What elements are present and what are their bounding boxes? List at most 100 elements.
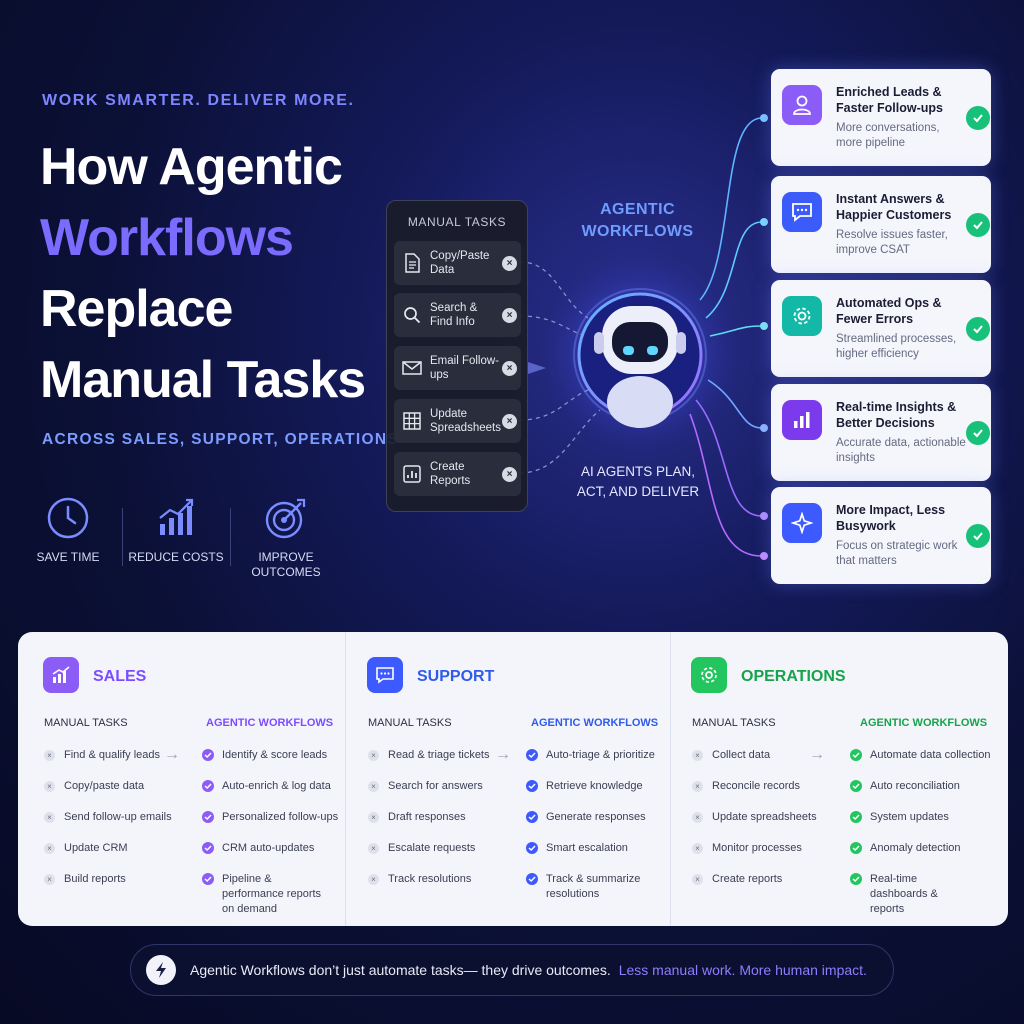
outcome-card: Enriched Leads & Faster Follow-ups More …	[771, 69, 991, 166]
list-item: Auto reconciliation	[850, 779, 960, 794]
check-icon	[850, 842, 862, 854]
manual-item-label: Send follow-up emails	[64, 811, 172, 823]
headline-line-1: How Agentic	[40, 138, 343, 196]
x-icon: ×	[44, 874, 55, 885]
report-icon	[394, 465, 430, 483]
outcome-desc: Accurate data, actionable insights	[836, 437, 966, 464]
list-item: ×Search for answers	[368, 779, 483, 794]
check-icon	[202, 749, 214, 761]
close-icon[interactable]: ×	[502, 413, 517, 429]
check-icon	[202, 811, 214, 823]
agentic-item-label: Auto reconciliation	[870, 780, 960, 792]
footer-banner: Agentic Workflows don’t just automate ta…	[130, 944, 894, 996]
check-icon	[526, 811, 538, 823]
agentic-item-label: Pipeline & performance reports on demand	[222, 873, 322, 915]
manual-links	[519, 261, 601, 474]
x-icon: ×	[692, 781, 703, 792]
x-icon: ×	[368, 750, 379, 761]
agentic-item-label: Real-time dashboards & reports	[870, 873, 938, 915]
department-sales: SALES MANUAL TASKS AGENTIC WORKFLOWS → ×…	[18, 632, 344, 926]
list-item: Track & summarize resolutions	[526, 872, 646, 902]
check-icon	[202, 780, 214, 792]
outcome-card: More Impact, Less Busywork Focus on stra…	[771, 487, 991, 584]
page-title: How Agentic Workflows Replace Manual Tas…	[40, 132, 366, 416]
x-icon: ×	[368, 874, 379, 885]
close-icon[interactable]: ×	[502, 307, 517, 323]
close-icon[interactable]: ×	[502, 466, 517, 482]
outcome-title: Automated Ops & Fewer Errors	[836, 296, 942, 326]
manual-item-label: Update CRM	[64, 842, 128, 854]
department-support: SUPPORT MANUAL TASKS AGENTIC WORKFLOWS →…	[342, 632, 668, 926]
user-icon	[782, 85, 822, 125]
arrow-right-icon: →	[164, 746, 180, 763]
outcome-desc: Streamlined processes, higher efficiency	[836, 333, 957, 360]
list-item: ×Create reports	[692, 872, 782, 887]
benefit-save-time: SAVE TIME	[18, 494, 118, 565]
mail-icon	[394, 360, 430, 376]
check-icon	[526, 842, 538, 854]
list-item: × Track resolutions	[368, 872, 471, 887]
outcome-card: Automated Ops & Fewer Errors Streamlined…	[771, 280, 991, 377]
list-item: Generate responses	[526, 810, 646, 825]
sparkle-icon	[782, 503, 822, 543]
benefit-label: REDUCE COSTS	[128, 550, 224, 564]
outcome-desc: Focus on strategic work that matters	[836, 540, 958, 567]
check-icon	[526, 749, 538, 761]
agentic-item-label: Anomaly detection	[870, 842, 961, 854]
list-item: Auto-triage & prioritize	[526, 748, 655, 763]
check-icon	[966, 106, 990, 130]
arrow-right-icon: →	[495, 746, 511, 763]
manual-tasks-title: MANUAL TASKS	[407, 215, 507, 229]
manual-item-label: Build reports	[64, 873, 126, 885]
list-item: Pipeline & performance reports on demand	[202, 872, 332, 917]
manual-task-item: Email Follow-ups ×	[394, 346, 521, 390]
close-icon[interactable]: ×	[502, 360, 517, 376]
x-icon: ×	[368, 843, 379, 854]
close-icon[interactable]: ×	[502, 255, 517, 271]
agentic-header: AGENTIC WORKFLOWS	[531, 717, 659, 729]
x-icon: ×	[44, 750, 55, 761]
list-item: ×Update spreadsheets	[692, 810, 817, 825]
gear-icon	[782, 296, 822, 336]
outcome-card: Instant Answers & Happier Customers Reso…	[771, 176, 991, 273]
check-icon	[202, 842, 214, 854]
x-icon: ×	[692, 750, 703, 761]
chat-icon	[367, 657, 403, 693]
check-icon	[966, 524, 990, 548]
list-item: Personalized follow-ups	[202, 810, 338, 825]
manual-item-label: Find & qualify leads	[64, 749, 160, 761]
subhead-text: ACROSS SALES, SUPPORT, OPERATIONS	[42, 431, 399, 448]
bar-chart-icon	[782, 400, 822, 440]
agentic-header: AGENTIC WORKFLOWS	[860, 717, 988, 729]
manual-header: MANUAL TASKS	[44, 717, 128, 729]
manual-item-label: Copy/paste data	[64, 780, 145, 792]
arrow-icon	[528, 362, 546, 374]
list-item: ×Escalate requests	[368, 841, 475, 856]
target-icon	[236, 494, 336, 542]
manual-item-label: Draft responses	[388, 811, 466, 823]
agentic-item-label: Retrieve knowledge	[546, 780, 643, 792]
list-item: ×Reconcile records	[692, 779, 800, 794]
link-nodes	[760, 114, 768, 560]
manual-item-label: Track resolutions	[388, 873, 472, 885]
lightning-icon	[146, 955, 176, 985]
agentic-item-label: CRM auto-updates	[222, 842, 315, 854]
document-icon	[394, 253, 430, 273]
manual-task-label: Create Reports	[430, 461, 471, 487]
check-icon	[966, 421, 990, 445]
search-icon	[394, 306, 430, 324]
list-item: Retrieve knowledge	[526, 779, 643, 794]
list-item: ×Collect data	[692, 748, 770, 763]
list-item: Identify & score leads	[202, 748, 327, 763]
manual-task-item: Copy/Paste Data ×	[394, 241, 521, 285]
kicker-text: WORK SMARTER. DELIVER MORE.	[42, 92, 355, 109]
check-icon	[966, 317, 990, 341]
list-item: ×Send follow-up emails	[44, 810, 172, 825]
list-item: × Copy/paste data	[44, 779, 144, 794]
x-icon: ×	[44, 781, 55, 792]
x-icon: ×	[368, 781, 379, 792]
check-icon	[526, 780, 538, 792]
agentic-item-label: Auto-enrich & log data	[222, 780, 331, 792]
benefit-divider	[230, 508, 231, 566]
agentic-workflows-title: AGENTIC WORKFLOWS	[581, 201, 694, 240]
